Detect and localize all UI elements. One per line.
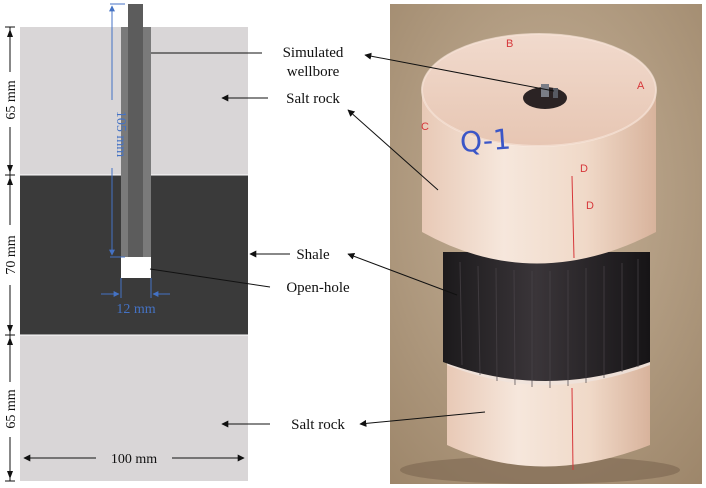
dim-bottom-thickness: 65 mm (4, 389, 19, 428)
labels: Simulated wellbore Salt rock Shale Open-… (283, 45, 350, 433)
dim-hole-diameter: 12 mm (116, 302, 155, 317)
label-simulated: Simulated (283, 45, 344, 61)
photo-arrow-wellbore (364, 52, 555, 92)
dim-top-thickness: 65 mm (4, 80, 19, 119)
schematic: 65 mm 70 mm 65 mm 105 mm 12 mm 100 mm (3, 3, 290, 482)
tubing (128, 4, 143, 257)
photo-arrow-salt-top (347, 109, 439, 191)
specimen-photo: B A C D D Q-1 (347, 4, 702, 484)
mark-c: C (421, 121, 429, 133)
mark-d1: D (580, 163, 588, 175)
dim-wellbore-depth: 105 mm (113, 111, 128, 157)
mark-a: A (637, 80, 645, 92)
label-salt-rock-top: Salt rock (286, 91, 340, 107)
photo-arrow-shale (347, 252, 458, 296)
dim-width: 100 mm (111, 452, 157, 467)
label-open-hole: Open-hole (286, 280, 350, 296)
label-shale: Shale (296, 247, 330, 263)
mark-b: B (506, 38, 513, 50)
sample-id: Q-1 (459, 123, 512, 159)
photo-arrow-salt-bottom (359, 411, 486, 427)
dim-middle-thickness: 70 mm (4, 235, 19, 274)
label-wellbore: wellbore (287, 64, 340, 80)
label-salt-rock-bottom: Salt rock (291, 417, 345, 433)
mark-d2: D (586, 200, 594, 212)
open-hole (121, 257, 151, 278)
callout-line-open-hole (149, 268, 271, 288)
photo-shale (443, 252, 650, 381)
